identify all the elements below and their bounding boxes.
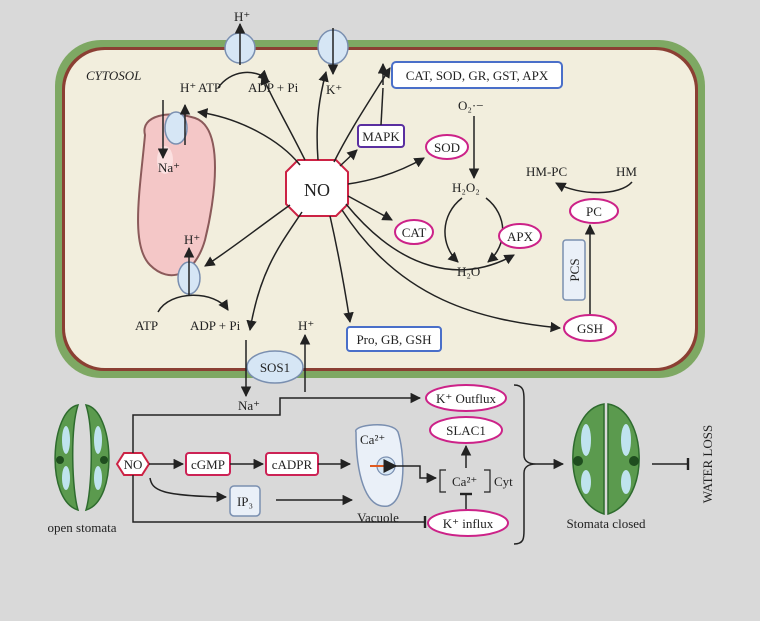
sos1-h-plus: H⁺	[298, 318, 314, 333]
cytosol-label: CYTOSOL	[86, 68, 141, 83]
cat-label: CAT	[402, 225, 427, 240]
cyt-label: Cyt	[494, 474, 513, 489]
stomata-closed-label: Stomata closed	[566, 516, 646, 531]
no-central-label: NO	[304, 180, 330, 200]
water-loss-label: WATER LOSS	[700, 425, 715, 503]
hm-label: HM	[616, 164, 637, 179]
open-stomata-illustration	[54, 404, 110, 512]
k-outflux-label: K⁺ Outflux	[436, 391, 496, 406]
apx-node	[498, 223, 542, 249]
sos1-transporter	[246, 350, 304, 384]
superoxide-label: O₂·−	[458, 98, 484, 113]
pcs-label: PCS	[567, 258, 582, 281]
pc-label: PC	[586, 204, 602, 219]
vacuole-bottom-h-plus: H⁺	[184, 232, 200, 247]
antioxidant-enzymes-box	[391, 61, 563, 89]
cat-node	[394, 219, 434, 245]
vacuole-top-channel	[164, 111, 188, 145]
top-pump-adp-pi: ADP + Pi	[248, 80, 299, 95]
vacuole-ca-label: Ca²⁺	[360, 432, 385, 447]
hm-pc-label: HM-PC	[526, 164, 567, 179]
closed-stomata-illustration	[572, 403, 640, 516]
open-stomata-label: open stomata	[48, 520, 117, 535]
vacuole-top-na-plus: Na⁺	[158, 160, 180, 175]
ip3-box	[229, 485, 261, 517]
k-influx-node	[427, 509, 509, 537]
vacuole-bottom-atp: ATP	[135, 318, 158, 333]
cyt-ca-label: Ca²⁺	[452, 474, 477, 489]
vacuole-label: Vacuole	[357, 510, 399, 525]
slac1-label: SLAC1	[446, 423, 486, 438]
k-outflux-node	[425, 384, 507, 412]
k-influx-label: K⁺ influx	[443, 516, 494, 531]
cgmp-label: cGMP	[191, 457, 225, 472]
osmolyte-label: Pro, GB, GSH	[356, 332, 431, 347]
cytosol-area	[65, 50, 695, 368]
gsh-label: GSH	[577, 321, 603, 336]
cadpr-label: cADPR	[272, 457, 313, 472]
no-lower-label: NO	[124, 457, 143, 472]
sos1-na-plus: Na⁺	[238, 398, 260, 413]
slac1-node	[429, 416, 503, 444]
h2o-label: H₂O	[457, 264, 480, 279]
top-pump-h-plus: H⁺	[234, 9, 250, 24]
pc-node	[569, 198, 619, 224]
sod-label: SOD	[434, 140, 460, 155]
gsh-node	[563, 314, 617, 342]
vacuole-top-h-plus: H⁺	[180, 80, 196, 95]
mapk-label: MAPK	[362, 129, 400, 144]
pcs-box	[562, 239, 586, 301]
k-channel-label: K⁺	[326, 82, 342, 97]
vacuole-bottom-adp-pi: ADP + Pi	[190, 318, 241, 333]
sod-node	[425, 134, 469, 160]
h2o2-label: H₂O₂	[452, 180, 480, 195]
sos1-label: SOS1	[260, 360, 290, 375]
no-central-node	[285, 159, 349, 217]
apx-label: APX	[507, 229, 534, 244]
antioxidant-enzymes-label: CAT, SOD, GR, GST, APX	[406, 68, 549, 83]
ip3-label: IP₃	[237, 494, 253, 509]
top-pump-atp: ATP	[198, 80, 221, 95]
osmolyte-box	[346, 326, 442, 352]
